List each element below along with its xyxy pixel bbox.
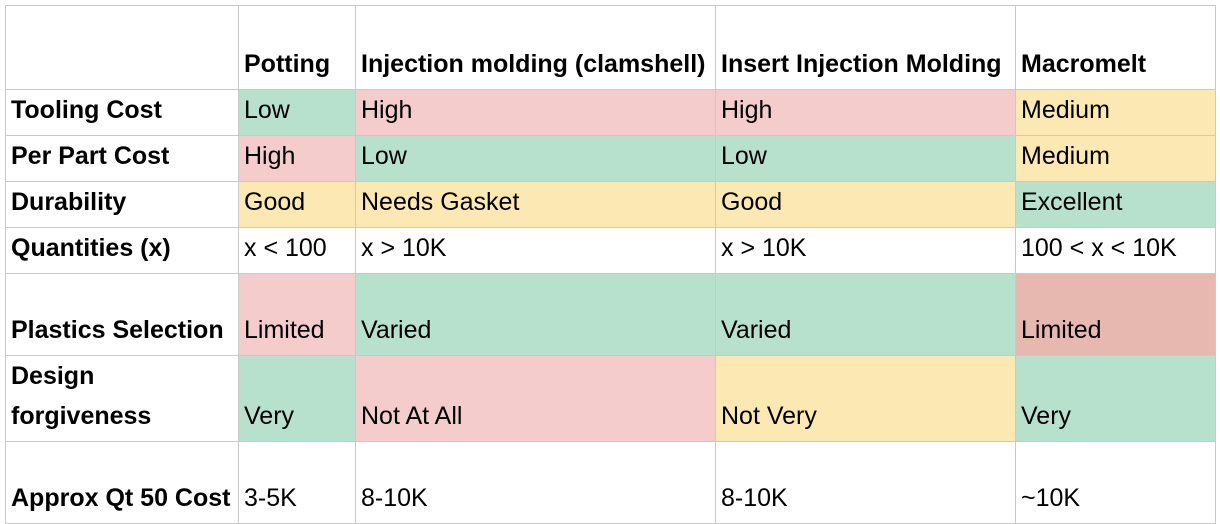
column-header-macromelt[interactable]: Macromelt <box>1015 5 1216 90</box>
cell-plastics-insert[interactable]: Varied <box>715 273 1016 356</box>
row-header-quantities[interactable]: Quantities (x) <box>5 227 239 274</box>
cell-per-part-cost-potting[interactable]: High <box>238 135 356 182</box>
cell-quantities-injection[interactable]: x > 10K <box>355 227 716 274</box>
column-header-injection-molding[interactable]: Injection molding (clamshell) <box>355 5 716 90</box>
cell-quantities-macromelt[interactable]: 100 < x < 10K <box>1015 227 1216 274</box>
row-header-approx-cost[interactable]: Approx Qt 50 Cost <box>5 441 239 524</box>
cell-plastics-potting[interactable]: Limited <box>238 273 356 356</box>
corner-cell[interactable] <box>5 5 239 90</box>
cell-tooling-cost-potting[interactable]: Low <box>238 89 356 136</box>
cell-tooling-cost-injection[interactable]: High <box>355 89 716 136</box>
row-header-plastics-selection[interactable]: Plastics Selection <box>5 273 239 356</box>
cell-per-part-cost-injection[interactable]: Low <box>355 135 716 182</box>
cell-durability-macromelt[interactable]: Excellent <box>1015 181 1216 228</box>
cell-forgiveness-macromelt[interactable]: Very <box>1015 355 1216 442</box>
cell-durability-insert[interactable]: Good <box>715 181 1016 228</box>
cell-tooling-cost-macromelt[interactable]: Medium <box>1015 89 1216 136</box>
cell-forgiveness-insert[interactable]: Not Very <box>715 355 1016 442</box>
cell-plastics-injection[interactable]: Varied <box>355 273 716 356</box>
table-row-per-part-cost: Per Part Cost High Low Low Medium <box>5 135 1216 182</box>
cell-approx-cost-macromelt[interactable]: ~10K <box>1015 441 1216 524</box>
cell-durability-potting[interactable]: Good <box>238 181 356 228</box>
cell-per-part-cost-insert[interactable]: Low <box>715 135 1016 182</box>
cell-approx-cost-potting[interactable]: 3-5K <box>238 441 356 524</box>
cell-forgiveness-injection[interactable]: Not At All <box>355 355 716 442</box>
cell-per-part-cost-macromelt[interactable]: Medium <box>1015 135 1216 182</box>
cell-quantities-potting[interactable]: x < 100 <box>238 227 356 274</box>
cell-approx-cost-injection[interactable]: 8-10K <box>355 441 716 524</box>
table-row-design-forgiveness: Design forgiveness Very Not At All Not V… <box>5 355 1216 442</box>
cell-approx-cost-insert[interactable]: 8-10K <box>715 441 1016 524</box>
row-header-per-part-cost[interactable]: Per Part Cost <box>5 135 239 182</box>
row-header-design-forgiveness[interactable]: Design forgiveness <box>5 355 239 442</box>
cell-quantities-insert[interactable]: x > 10K <box>715 227 1016 274</box>
table-row-quantities: Quantities (x) x < 100 x > 10K x > 10K 1… <box>5 227 1216 274</box>
table-row-tooling-cost: Tooling Cost Low High High Medium <box>5 89 1216 136</box>
table-row-approx-cost: Approx Qt 50 Cost 3-5K 8-10K 8-10K ~10K <box>5 441 1216 524</box>
cell-tooling-cost-insert[interactable]: High <box>715 89 1016 136</box>
cell-forgiveness-potting[interactable]: Very <box>238 355 356 442</box>
cell-plastics-macromelt[interactable]: Limited <box>1015 273 1216 356</box>
table-row-plastics-selection: Plastics Selection Limited Varied Varied… <box>5 273 1216 356</box>
column-header-potting[interactable]: Potting <box>238 5 356 90</box>
comparison-table: Potting Injection molding (clamshell) In… <box>5 5 1216 524</box>
header-row: Potting Injection molding (clamshell) In… <box>5 5 1216 90</box>
column-header-insert-injection-molding[interactable]: Insert Injection Molding <box>715 5 1016 90</box>
cell-durability-injection[interactable]: Needs Gasket <box>355 181 716 228</box>
table-row-durability: Durability Good Needs Gasket Good Excell… <box>5 181 1216 228</box>
row-header-tooling-cost[interactable]: Tooling Cost <box>5 89 239 136</box>
row-header-durability[interactable]: Durability <box>5 181 239 228</box>
